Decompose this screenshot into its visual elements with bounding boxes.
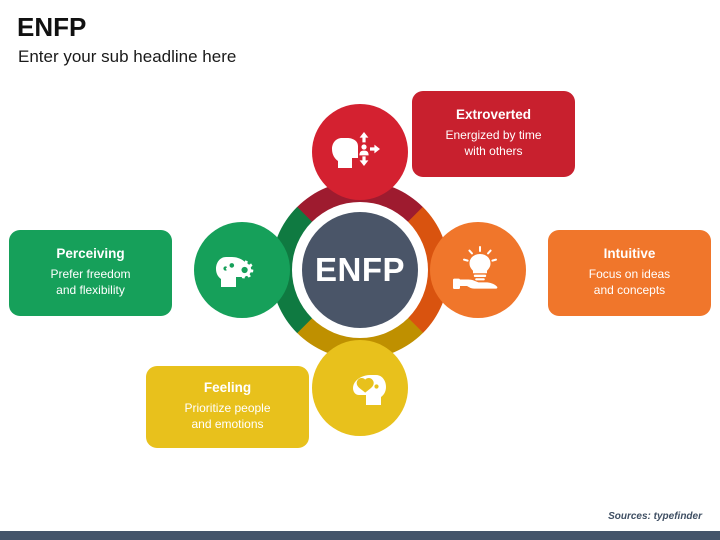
enfp-hub-spoke-diagram: ENFP — [180, 90, 540, 450]
source-note: Sources: typefinder — [608, 511, 702, 522]
callout-feeling-description: Prioritize people and emotions — [184, 400, 271, 431]
callout-perceiving-description: Prefer freedom and flexibility — [50, 266, 131, 297]
callout-intuitive-description: Focus on ideas and concepts — [588, 266, 671, 297]
callout-extroverted[interactable]: Extroverted Energized by time with other… — [412, 91, 575, 177]
callout-extroverted-title: Extroverted — [455, 107, 532, 123]
diagram-graphics — [194, 104, 526, 436]
page-title: ENFP — [17, 12, 87, 42]
callout-feeling-title: Feeling — [203, 380, 252, 396]
page-subtitle: Enter your sub headline here — [18, 47, 237, 66]
hub-circle[interactable] — [302, 212, 418, 328]
icon-circle-extroverted[interactable] — [312, 104, 408, 200]
callout-perceiving[interactable]: Perceiving Prefer freedom and flexibilit… — [9, 230, 172, 316]
callout-feeling[interactable]: Feeling Prioritize people and emotions — [146, 366, 309, 448]
callout-extroverted-description: Energized by time with others — [445, 127, 542, 158]
footer-bar — [0, 531, 720, 540]
callout-perceiving-title: Perceiving — [56, 246, 125, 262]
callout-intuitive[interactable]: Intuitive Focus on ideas and concepts — [548, 230, 711, 316]
callout-intuitive-title: Intuitive — [603, 246, 656, 262]
